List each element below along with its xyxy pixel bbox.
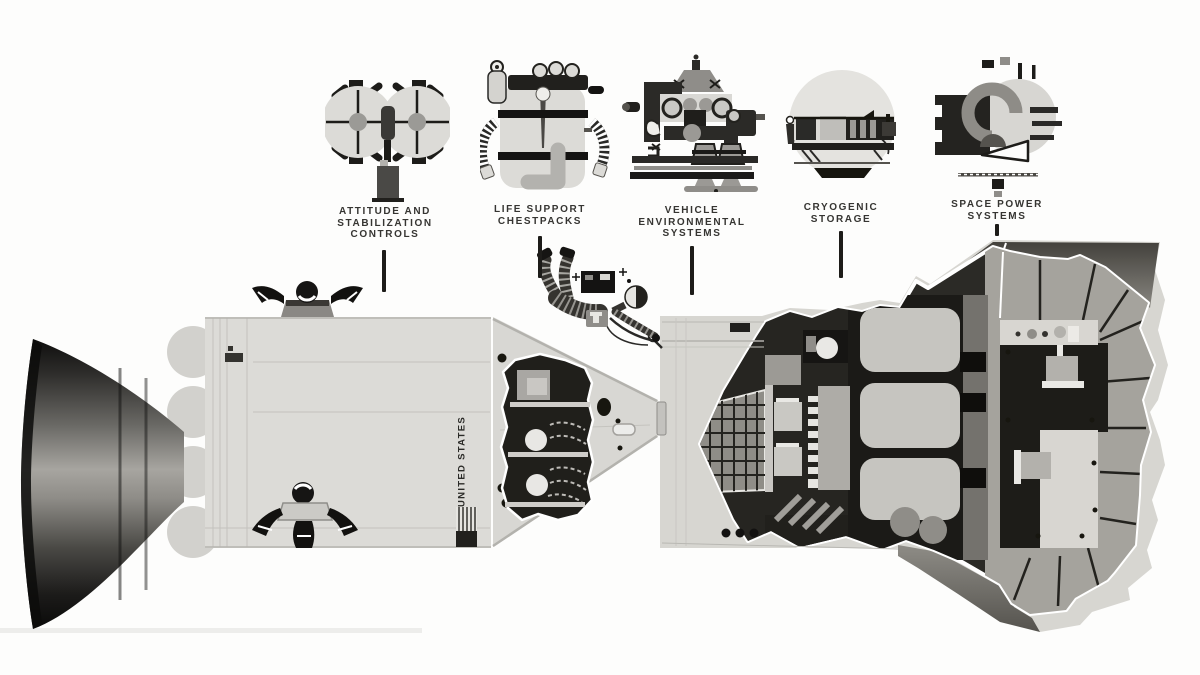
united-states-marking: UNITED STATES	[456, 416, 468, 507]
power-unit-icon	[930, 57, 1062, 197]
rcs-thruster-quad-bottom	[252, 482, 358, 548]
tether-line	[609, 317, 656, 343]
equipment-boxes	[774, 398, 802, 476]
equipment-bay-cutaway	[647, 240, 1168, 632]
engine-nozzle	[21, 326, 219, 629]
astronaut-helmet	[526, 474, 548, 496]
rcs-thruster-quad-top	[252, 281, 363, 317]
eva-astronaut	[536, 246, 660, 346]
leader-line-environmental	[690, 246, 694, 295]
access-steps	[773, 493, 845, 535]
callout-label-attitude-stabilization-controls: ATTITUDE AND STABILIZATION CONTROLS	[337, 206, 433, 240]
flag-marking	[456, 507, 477, 547]
environmental-unit-icon	[622, 54, 765, 192]
crew-cabin-cutaway	[499, 352, 595, 522]
page-rule-artifact	[0, 628, 422, 633]
callout-label-vehicle-environmental-systems: VEHICLE ENVIRONMENTAL SYSTEMS	[638, 205, 746, 239]
apex-hatch	[656, 401, 667, 436]
radial-panel-seams	[1012, 260, 1151, 607]
leader-line-attitude	[382, 250, 386, 292]
gyroscope-controls-icon	[325, 80, 450, 202]
tank-mount-tabs	[960, 352, 986, 488]
cryogenic-tank-icon	[785, 70, 896, 178]
leader-line-cryogenic	[839, 231, 843, 278]
leader-line-life-support	[538, 236, 542, 278]
leader-line-space-power	[995, 224, 999, 236]
callout-label-life-support-chestpacks: LIFE SUPPORT CHESTPACKS	[494, 204, 586, 227]
spherical-tank	[816, 337, 838, 359]
bay-hull-details	[647, 318, 899, 550]
callout-label-space-power-systems: SPACE POWER SYSTEMS	[951, 199, 1043, 222]
power-unit-equipment	[1014, 345, 1084, 484]
side-hatch	[612, 423, 636, 436]
callout-label-cryogenic-storage: CRYOGENIC STORAGE	[803, 202, 879, 225]
command-module	[492, 317, 667, 548]
chestpack-icon	[480, 60, 610, 190]
propellant-tanks	[860, 308, 960, 520]
service-module	[205, 281, 491, 548]
astronaut-helmet	[525, 429, 547, 451]
